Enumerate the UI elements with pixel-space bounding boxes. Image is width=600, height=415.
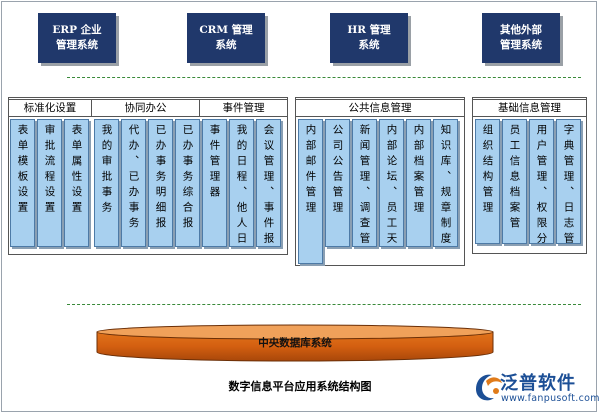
column-my-schedule: 我的日程、他人日 [229,119,254,247]
column-form-template: 表单模板设置 [10,119,35,247]
column-org-structure: 组织结构管理 [475,119,500,244]
bottom-divider [67,304,581,305]
column-done-summary-report: 已办事务综合报 [175,119,200,247]
column-news-survey: 新闻管理、调查管 [352,119,377,247]
other-system-line1: 其他外部 [500,24,542,36]
other-system-line2: 管理系统 [500,39,542,51]
header-public-info: 公共信息管理 [295,99,465,117]
logo-url: www.fanpusoft.com [501,393,600,404]
column-archives: 内部档案管理 [406,119,431,247]
column-company-notice: 公司公告管理 [325,119,350,247]
erp-system-line2: 管理系统 [56,39,98,51]
crm-system-line1: CRM 管理 [199,24,253,36]
erp-system-line1: ERP 企业 [52,24,102,36]
hr-system-line1: HR 管理 [347,24,391,36]
column-employee-archive: 员工信息档案管 [502,119,527,244]
column-approval-flow: 审批流程设置 [37,119,62,247]
database-label: 中央数据库系统 [258,337,332,349]
hr-system-box: HR 管理 系统 [330,13,408,63]
top-divider [67,77,581,78]
erp-system-box: ERP 企业 管理系统 [38,13,116,63]
header-collaboration: 协同办公 [91,99,200,117]
column-my-approvals: 我的审批事务 [94,119,119,247]
column-form-attributes: 表单属性设置 [64,119,89,247]
column-meeting-event: 会议管理、事件报 [256,119,281,247]
column-internal-mail: 内部邮件管理 [298,119,323,264]
logo-name: 泛普软件 [500,373,576,394]
crm-system-box: CRM 管理 系统 [187,13,265,63]
column-event-manager: 事件管理器 [202,119,227,247]
header-event-management: 事件管理 [199,99,288,117]
diagram-caption: 数字信息平台应用系统结构图 [228,380,372,393]
column-done-detail-report: 已办事务明细报 [148,119,173,247]
column-user-permission: 用户管理、权限分 [529,119,554,244]
column-forum: 内部论坛、员工天 [379,119,404,247]
column-pending-done: 代办、已办事务 [121,119,146,247]
header-standardization: 标准化设置 [8,99,92,117]
database-cylinder-icon [96,324,494,362]
column-dictionary-log: 字典管理、日志管 [556,119,581,244]
fanpu-logo-icon [476,374,502,401]
column-knowledge-base: 知识库、规章制度 [433,119,458,247]
crm-system-line2: 系统 [215,39,237,51]
header-basic-info: 基础信息管理 [472,99,587,117]
other-system-box: 其他外部 管理系统 [482,13,560,63]
hr-system-line2: 系统 [358,39,380,51]
